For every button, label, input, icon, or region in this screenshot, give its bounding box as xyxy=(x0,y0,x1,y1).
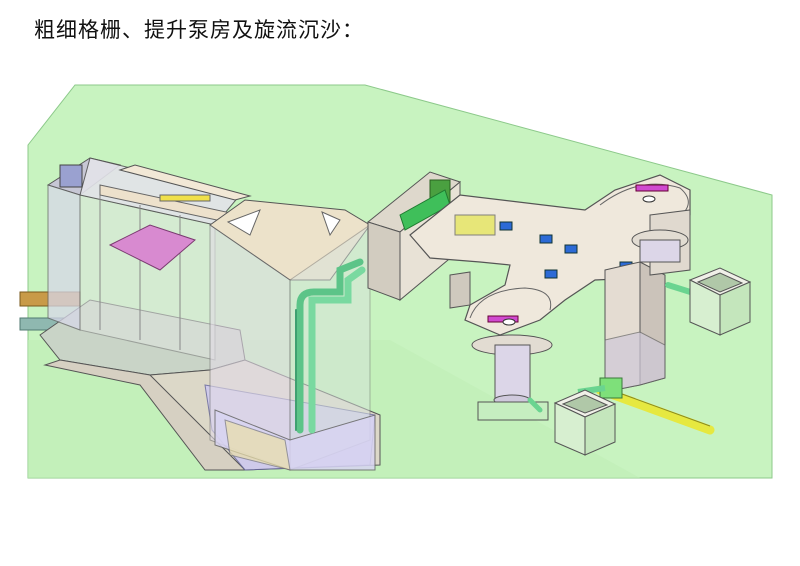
bridge-deck xyxy=(99,164,252,226)
outlet-pipe xyxy=(577,377,715,435)
lift-pipe xyxy=(295,258,366,434)
sump-box-right xyxy=(688,267,752,336)
sump-box-left xyxy=(553,389,617,456)
inlet-distribution-box xyxy=(366,171,462,302)
cylinder-left xyxy=(471,334,553,421)
page-title: 粗细格栅、提升泵房及旋流沉沙： xyxy=(34,18,364,42)
lift-pump-house xyxy=(209,199,376,471)
screen-building xyxy=(46,157,241,361)
cylinder-right xyxy=(631,229,689,263)
